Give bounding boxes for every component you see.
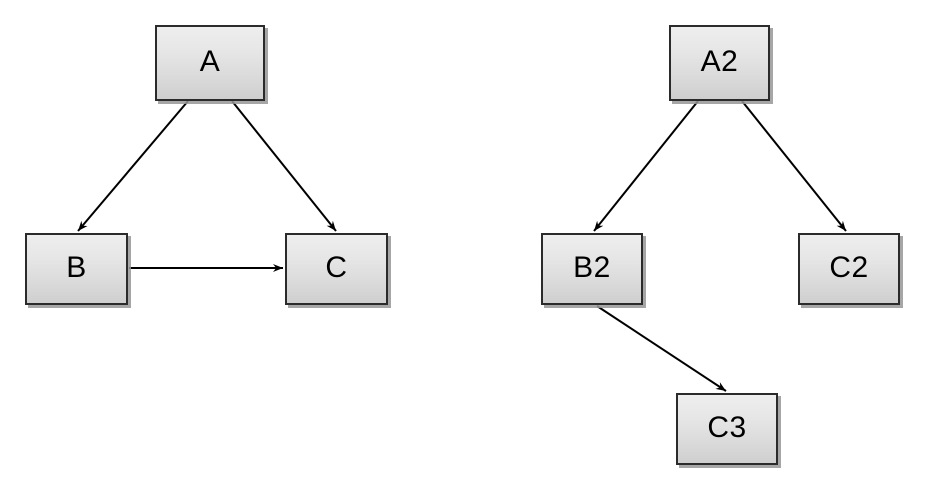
- node-a2[interactable]: A2: [669, 25, 770, 101]
- node-label-a: A: [199, 45, 221, 78]
- node-label-c3: C3: [707, 411, 747, 444]
- node-b2[interactable]: B2: [541, 233, 643, 305]
- node-b[interactable]: B: [25, 233, 128, 305]
- edge-a-to-c: [231, 100, 337, 232]
- node-c3[interactable]: C3: [676, 393, 778, 465]
- node-label-a2: A2: [700, 45, 739, 78]
- edge-a-to-b: [77, 100, 189, 232]
- node-c2[interactable]: C2: [798, 233, 900, 305]
- node-label-b: B: [66, 251, 87, 284]
- edge-a2-to-b2: [593, 100, 699, 232]
- node-label-c: C: [325, 251, 348, 284]
- node-label-b2: B2: [573, 251, 611, 284]
- node-c[interactable]: C: [285, 233, 388, 305]
- node-a[interactable]: A: [155, 25, 265, 101]
- node-label-c2: C2: [829, 251, 869, 284]
- edge-b2-to-c3: [596, 305, 727, 392]
- edge-a2-to-c2: [741, 100, 847, 232]
